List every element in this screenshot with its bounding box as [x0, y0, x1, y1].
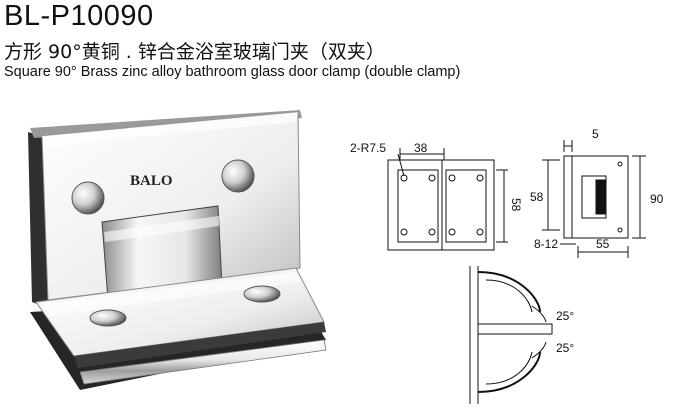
thickness-label: 5	[592, 127, 599, 141]
glass-thickness-label: 8-12	[534, 237, 558, 251]
angle-top-label: 25°	[556, 309, 574, 323]
outer-height-label: 90	[650, 192, 664, 206]
rotation-drawing	[469, 266, 553, 404]
title-english: Square 90° Brass zinc alloy bathroom gla…	[4, 64, 461, 80]
title-chinese: 方形 90°黄铜 . 锌合金浴室玻璃门夹（双夹）	[4, 41, 385, 63]
clamp-photo: BALO	[28, 110, 327, 390]
radius-label: 2-R7.5	[350, 141, 386, 155]
angle-bottom-label: 25°	[556, 341, 574, 355]
side-view-drawing	[542, 140, 646, 258]
screw-cap	[71, 181, 105, 215]
depth-label: 55	[596, 237, 610, 251]
inner-height-label: 58	[530, 190, 544, 204]
screw-cap	[243, 285, 281, 303]
model-number: BL-P10090	[4, 0, 154, 32]
width-label: 38	[414, 141, 428, 155]
screw-cap	[221, 159, 255, 193]
height-label: 58	[509, 198, 523, 212]
brand-mark: BALO	[130, 173, 173, 189]
screw-cap	[89, 309, 127, 327]
front-view-drawing	[387, 148, 508, 251]
